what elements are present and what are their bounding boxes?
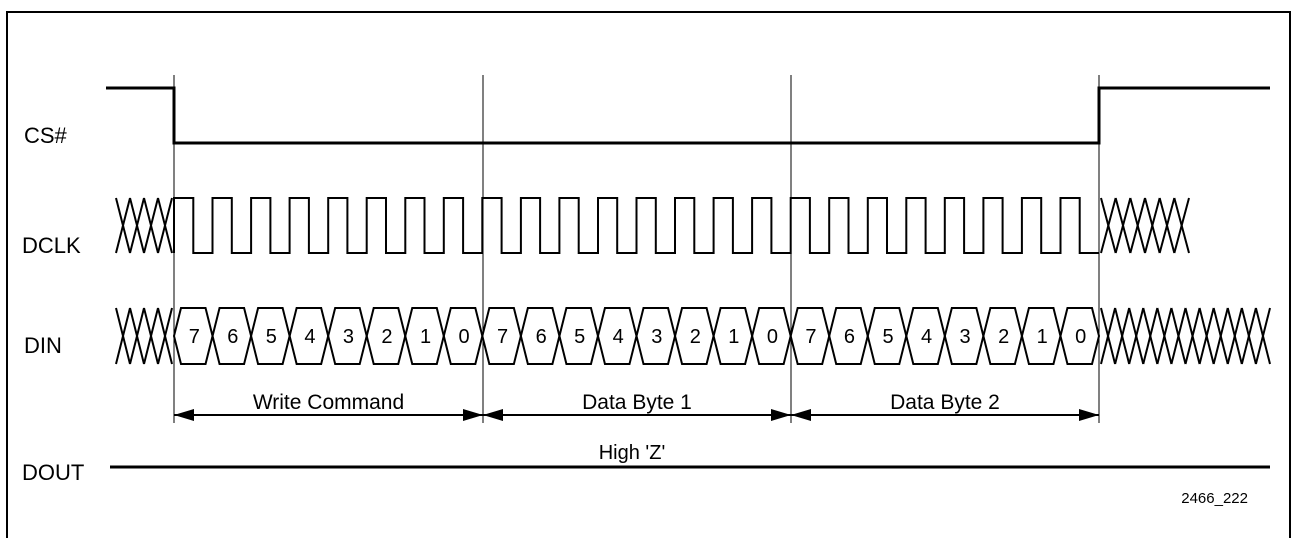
din-dont-care-hatch [1212,307,1229,365]
dclk-dont-care-hatch [1100,197,1117,254]
din-bit-label: 3 [651,326,662,348]
din-waveform: 7 6 5 4 3 2 1 0 7 6 5 4 3 2 1 0 7 6 5 4 3 2 1 0 [115,307,1271,365]
dclk-label: DCLK [22,233,81,258]
span-arrow-head-left [791,409,811,421]
dclk-dont-care-hatch [129,197,145,254]
din-bit-label: 5 [574,326,585,348]
figure-id: 2466_222 [1181,490,1248,507]
din-bit-label: 2 [690,326,701,348]
din-bit-label: 7 [189,326,200,348]
dclk-dont-care-hatch [1173,197,1190,254]
din-bit-label: 0 [459,326,470,348]
din-bit-label: 3 [343,326,354,348]
din-bit-label: 6 [227,326,238,348]
span-label: Data Byte 2 [890,391,1000,414]
din-bit-label: 7 [805,326,816,348]
dclk-dont-care-hatch [1129,197,1146,254]
frame-border [6,11,1291,538]
din-dont-care-hatch [1170,307,1187,365]
dclk-waveform [115,197,1190,254]
span-label: Write Command [253,391,404,414]
din-bit-label: 1 [420,326,431,348]
span-arrow-head-right [463,409,483,421]
din-dont-care-hatch [143,307,159,365]
cs-waveform [106,86,1270,145]
din-bit-label: 0 [767,326,778,348]
dclk-dont-care-hatch [1144,197,1161,254]
span-arrow-head-left [174,409,194,421]
dclk-pulse-train [173,197,1099,254]
dout-label: DOUT [22,460,84,485]
dclk-dont-care-hatch [1158,197,1176,254]
dclk-dont-care-hatch [143,197,159,254]
span-arrow-head-right [1079,409,1099,421]
din-dont-care-hatch [1198,307,1215,365]
din-bit-label: 2 [381,326,392,348]
din-dont-care-hatch [1254,307,1271,365]
byte-spans: Write Command Data Byte 1 Data Byte 2 [174,391,1099,421]
din-bit-label: 1 [728,326,739,348]
dclk-dont-care-hatch [1114,197,1132,254]
din-bit-label: 0 [1075,326,1086,348]
din-dont-care-hatch [157,307,173,365]
din-label: DIN [24,333,62,358]
span-arrow-head-left [483,409,503,421]
din-dont-care-hatch [1114,307,1131,365]
din-dont-care-hatch [1226,307,1243,365]
din-bit-label: 5 [882,326,893,348]
dclk-dont-care-hatch [115,197,131,254]
din-dont-care-hatch [115,307,131,365]
din-bit-label: 6 [844,326,855,348]
din-bit-label: 3 [960,326,971,348]
din-bit-label: 7 [497,326,508,348]
din-dont-care-hatch [1184,307,1201,365]
din-dont-care-hatch [1156,307,1173,365]
din-dont-care-hatch [129,307,145,365]
din-bit-label: 5 [266,326,277,348]
cs-label: CS# [24,123,68,148]
din-bit-label: 4 [304,326,315,348]
dclk-dont-care-hatch [157,197,173,254]
span-arrow-head-right [771,409,791,421]
din-bit-label: 4 [921,326,932,348]
din-bit-label: 2 [998,326,1009,348]
din-dont-care-hatch [1142,307,1159,365]
din-dont-care-hatch [1100,307,1117,365]
din-bit-label: 4 [613,326,624,348]
din-bit-label: 1 [1037,326,1048,348]
din-bit-cell [1059,307,1101,365]
din-dont-care-hatch [1240,307,1257,365]
span-label: Data Byte 1 [582,391,692,414]
din-bit-label: 6 [536,326,547,348]
dout-state-label: High 'Z' [599,442,666,464]
din-dont-care-hatch [1128,307,1145,365]
